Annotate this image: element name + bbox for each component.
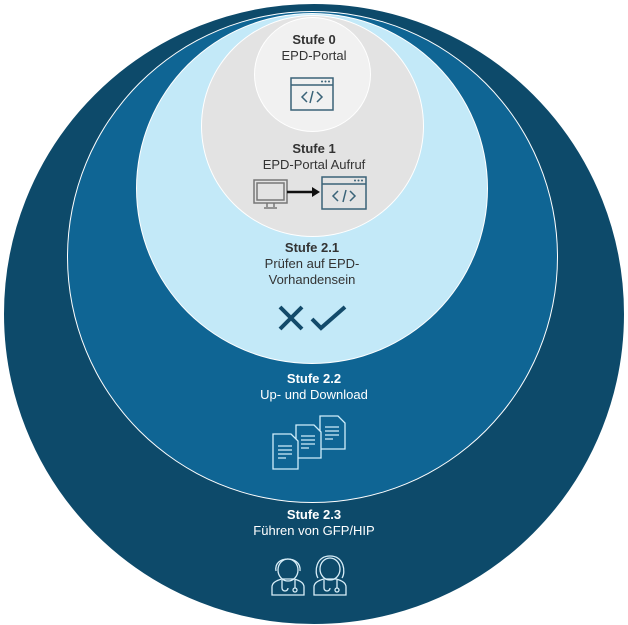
- stufe-2-1-subtitle: Prüfen auf EPD-Vorhandensein: [264, 256, 360, 287]
- documents-icon: [272, 415, 346, 470]
- stufe-2-2-subtitle: Up- und Download: [260, 387, 368, 402]
- stufe-1-title: Stufe 1: [292, 141, 336, 156]
- stufe-2-3-title: Stufe 2.3: [286, 507, 342, 522]
- monitor-to-code-window-icon: [253, 176, 367, 210]
- stufe-0-title: Stufe 0: [292, 32, 336, 47]
- stufe-0-subtitle: EPD-Portal: [281, 48, 347, 63]
- cross-check-icon: [278, 305, 347, 331]
- code-window-icon: [290, 77, 334, 111]
- stufe-2-1-title: Stufe 2.1: [284, 240, 340, 255]
- doctors-icon: [271, 555, 347, 596]
- stufe-1-subtitle: EPD-Portal Aufruf: [262, 157, 366, 172]
- circle-stufe-0: [254, 17, 371, 132]
- stufe-2-2-title: Stufe 2.2: [286, 371, 342, 386]
- stufe-2-3-subtitle: Führen von GFP/HIP: [253, 523, 375, 538]
